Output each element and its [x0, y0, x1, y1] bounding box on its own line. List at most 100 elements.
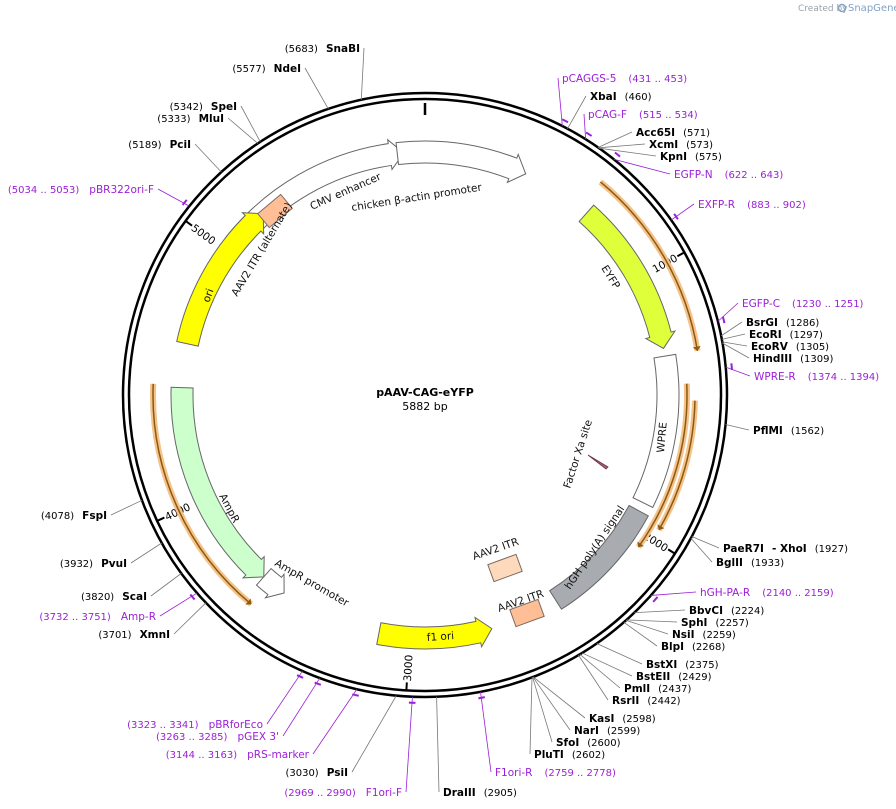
site-xbai[interactable]: XbaI(460)	[590, 91, 652, 103]
primer-range: (3144 .. 3163)	[166, 750, 238, 761]
site-name: BbvCI	[689, 605, 723, 617]
site-bbvci[interactable]: BbvCI(2224)	[689, 605, 764, 617]
primer-hgh-pa-r[interactable]: hGH-PA-R(2140 .. 2159)	[700, 587, 834, 599]
site-name: SphI	[681, 617, 707, 629]
site-bglii[interactable]: BglII(1933)	[716, 557, 784, 569]
primer-mark	[652, 596, 659, 603]
site-name: DraIII	[443, 787, 476, 799]
site-spei[interactable]: SpeI(5342)	[170, 101, 237, 113]
site-position: (2437)	[658, 684, 691, 695]
site-name: - XhoI	[772, 543, 807, 555]
feature-ampr-arrow[interactable]	[170, 386, 265, 579]
site-name: MluI	[199, 113, 224, 125]
leader-line	[598, 143, 646, 149]
leader-line	[110, 499, 143, 516]
site-position: (1927)	[815, 544, 848, 555]
site-nsii[interactable]: NsiI(2259)	[672, 629, 736, 641]
site-acc65i[interactable]: Acc65I(571)	[636, 127, 710, 139]
primer-egfp-n[interactable]: EGFP-N(622 .. 643)	[674, 169, 783, 181]
leader-line	[579, 653, 621, 689]
site-pluti[interactable]: PluTI(2602)	[534, 749, 605, 761]
feature-cba-arrow[interactable]	[395, 140, 527, 184]
site-ecorv[interactable]: EcoRV(1305)	[751, 341, 829, 353]
primer-pbrforeco[interactable]: pBRforEco(3323 .. 3341)	[127, 719, 263, 731]
site-bstxi[interactable]: BstXI(2375)	[646, 659, 719, 671]
leader-line	[240, 105, 261, 143]
primer-egfp-c[interactable]: EGFP-C(1230 .. 1251)	[742, 298, 864, 310]
feature-f1ori-arrow[interactable]	[376, 616, 493, 650]
feature-eyfp-arrow[interactable]	[578, 204, 677, 350]
primer-f1ori-f[interactable]: F1ori-F(2969 .. 2990)	[284, 787, 402, 799]
primer-range: (3323 .. 3341)	[127, 720, 199, 731]
site-xhoi[interactable]: - XhoI (1927)	[772, 543, 848, 555]
primer-f1ori-r[interactable]: F1ori-R(2759 .. 2778)	[495, 767, 616, 779]
site-bsrgi[interactable]: BsrGI(1286)	[746, 317, 819, 329]
primer-mark	[189, 593, 196, 601]
primer-mark	[561, 118, 569, 124]
snapgene-logo-icon	[837, 3, 847, 13]
site-snabi[interactable]: SnaBI(5683)	[285, 43, 360, 55]
site-pcii[interactable]: PciI(5189)	[128, 139, 191, 151]
primer-mark	[673, 213, 679, 220]
site-mlui[interactable]: MluI(5333)	[157, 113, 224, 125]
site-blpi[interactable]: BlpI(2268)	[661, 641, 725, 653]
feature-wpre-arrow[interactable]	[632, 353, 680, 509]
site-position: (3932)	[60, 559, 93, 570]
feature-box-aav2-itr-alternate[interactable]	[257, 193, 293, 229]
primer-prs-marker[interactable]: pRS-marker(3144 .. 3163)	[166, 749, 310, 761]
site-nari[interactable]: NarI(2599)	[574, 725, 640, 737]
feature-factor-xa-site[interactable]	[587, 454, 609, 470]
site-name: PmlI	[624, 683, 650, 695]
primer-amp-r[interactable]: Amp-R(3732 .. 3751)	[39, 611, 156, 623]
site-sfoi[interactable]: SfoI(2600)	[556, 737, 621, 749]
site-xcmi[interactable]: XcmI(573)	[649, 139, 713, 151]
feature-box-aav2-itr-2[interactable]	[487, 553, 523, 583]
primer-name: F1ori-R	[495, 767, 532, 779]
site-pflmi[interactable]: PflMI(1562)	[753, 425, 824, 437]
aav2-itr-alternate-box	[257, 193, 293, 229]
primer-mark	[478, 696, 486, 700]
primer-range: (1374 .. 1394)	[808, 372, 880, 383]
site-name: ScaI	[122, 591, 147, 603]
site-pvui[interactable]: PvuI(3932)	[60, 558, 127, 570]
site-name: NsiI	[672, 629, 695, 641]
feature-hgh-arrow[interactable]	[548, 504, 650, 610]
primer-wpre-r[interactable]: WPRE-R(1374 .. 1394)	[754, 371, 879, 383]
primer-name: F1ori-F	[366, 787, 402, 799]
leader-line	[691, 536, 720, 549]
primer-exfp-r[interactable]: EXFP-R(883 .. 902)	[698, 199, 806, 211]
leader-line	[194, 143, 222, 173]
site-position: (1933)	[751, 558, 784, 569]
site-fspi[interactable]: FspI(4078)	[41, 510, 107, 522]
leader-line	[529, 677, 533, 755]
primer-pgex-3[interactable]: pGEX 3'(3263 .. 3285)	[156, 731, 279, 743]
site-ecori[interactable]: EcoRI(1297)	[749, 329, 823, 341]
site-sphi[interactable]: SphI(2257)	[681, 617, 749, 629]
site-xmni[interactable]: XmnI(3701)	[98, 629, 170, 641]
site-name: BstXI	[646, 659, 677, 671]
primer-range: (431 .. 453)	[628, 74, 687, 85]
leader-line	[266, 670, 303, 725]
site-psii[interactable]: PsiI(3030)	[285, 767, 348, 779]
primer-pcaggs-5[interactable]: pCAGGS-5(431 .. 453)	[562, 73, 687, 85]
primer-pcag-f[interactable]: pCAG-F(515 .. 534)	[588, 109, 698, 121]
site-name: EcoRV	[751, 341, 789, 353]
site-rsrii[interactable]: RsrII(2442)	[612, 695, 681, 707]
site-name: EcoRI	[749, 329, 782, 341]
site-ndei[interactable]: NdeI(5577)	[232, 63, 301, 75]
site-draiii[interactable]: DraIII(2905)	[443, 787, 517, 799]
site-pmli[interactable]: PmlI (2437)	[624, 683, 692, 695]
leader-line	[351, 695, 397, 773]
site-kasi[interactable]: KasI(2598)	[589, 713, 656, 725]
feature-box-aav2-itr-1[interactable]	[509, 598, 545, 628]
site-kpni[interactable]: KpnI(575)	[660, 151, 722, 163]
site-paer7i[interactable]: PaeR7I	[723, 543, 764, 555]
primer-pbr322ori-f[interactable]: pBR322ori-F(5034 .. 5053)	[8, 184, 154, 196]
site-scai[interactable]: ScaI(3820)	[81, 591, 147, 603]
leader-line	[634, 609, 686, 614]
leader-line	[227, 117, 259, 144]
leader-line	[581, 652, 633, 677]
site-bsteii[interactable]: BstEII(2429)	[636, 671, 712, 683]
site-hindiii[interactable]: HindIII(1309)	[753, 353, 833, 365]
feature-ori-arrow[interactable]	[176, 212, 265, 347]
